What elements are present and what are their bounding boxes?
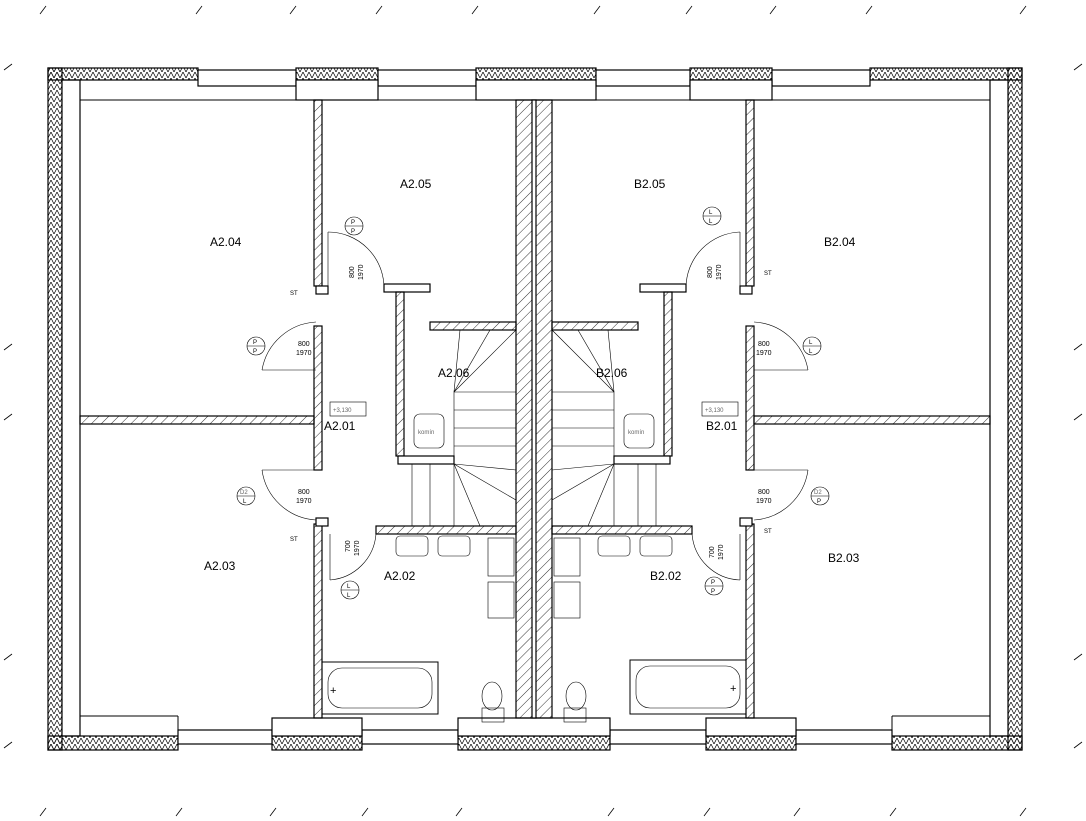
room-label-a203: A2.03	[204, 559, 236, 573]
door-dim-height: 1970	[756, 498, 772, 505]
door-dim-height: 1970	[716, 264, 723, 280]
door-tag-d: P	[253, 340, 257, 346]
svg-text:+: +	[330, 685, 336, 697]
st-labels: ST ST ST ST	[290, 271, 772, 543]
room-label-b201: B2.01	[706, 419, 738, 433]
door-dim-height: 1970	[354, 540, 361, 556]
door-tag-d: L	[809, 340, 813, 346]
doors	[261, 231, 809, 581]
door-dim-width: 700	[709, 546, 716, 558]
room-label-b205: B2.05	[634, 177, 666, 191]
st-label: ST	[764, 271, 772, 277]
st-label: ST	[764, 529, 772, 535]
st-label: ST	[290, 537, 298, 543]
door-tag-l: L	[243, 499, 247, 505]
door-dim-width: 800	[298, 489, 310, 496]
bath-fixtures-left: +	[321, 535, 515, 723]
door-tag-l: L	[809, 349, 813, 355]
door-tag-d: P	[351, 220, 355, 226]
door-dim-height: 1970	[756, 350, 772, 357]
room-label-a206: A2.06	[438, 366, 470, 380]
door-tag-l: L	[347, 593, 351, 599]
room-label-b202: B2.02	[650, 569, 682, 583]
door-tag-d2: D2	[814, 490, 822, 496]
room-labels: A2.04 A2.05 A2.06 A2.01 A2.03 A2.02 B2.0…	[204, 177, 860, 583]
room-label-a204: A2.04	[210, 235, 242, 249]
room-label-b203: B2.03	[828, 551, 860, 565]
interior-walls-right	[551, 99, 991, 719]
stairs-left: komín	[411, 329, 517, 527]
room-label-a202: A2.02	[384, 569, 416, 583]
door-tag-d: P	[711, 580, 715, 586]
door-tag-p: P	[253, 349, 257, 355]
door-tag-d: L	[709, 219, 713, 225]
door-dim-width: 800	[758, 489, 770, 496]
room-label-b206: B2.06	[596, 366, 628, 380]
interior-walls-left	[79, 99, 517, 719]
door-dim-width: 700	[345, 540, 352, 552]
room-label-a201: A2.01	[324, 419, 356, 433]
door-dim-height: 1970	[296, 498, 312, 505]
door-dim-width: 800	[707, 266, 714, 278]
outer-walls	[47, 67, 1023, 751]
door-tag-l: L	[709, 210, 713, 216]
party-wall	[515, 99, 553, 719]
level-marks: +3,130 +3,130	[329, 401, 739, 417]
chimney-label-left: komín	[418, 430, 434, 436]
door-tag-d2: D2	[240, 490, 248, 496]
door-dim-width: 800	[298, 341, 310, 348]
room-label-b204: B2.04	[824, 235, 856, 249]
door-dim-width: 800	[758, 341, 770, 348]
door-tags: P P D2 L P P L L L L L L D2 P P P	[236, 206, 830, 600]
grid-ticks	[3, 5, 1083, 817]
level-mark-a: +3,130	[333, 408, 352, 414]
door-tag-d: L	[347, 584, 351, 590]
door-dim-width: 800	[349, 266, 356, 278]
door-dim-height: 1970	[358, 264, 365, 280]
bath-fixtures-right: +	[553, 535, 747, 723]
chimney-label-right: komín	[628, 430, 644, 436]
door-dim-height: 1970	[296, 350, 312, 357]
room-label-a205: A2.05	[400, 177, 432, 191]
door-tag-p: P	[351, 229, 355, 235]
door-dim-height: 1970	[718, 544, 725, 560]
stairs-right: komín	[551, 329, 657, 527]
door-tag-p: P	[711, 589, 715, 595]
door-tag-p: P	[817, 499, 821, 505]
st-label: ST	[290, 291, 298, 297]
level-mark-b: +3,130	[705, 408, 724, 414]
door-dimension-labels: 800 1970 800 1970 800 1970 800 1970 800 …	[296, 264, 772, 560]
svg-text:+: +	[730, 683, 736, 695]
